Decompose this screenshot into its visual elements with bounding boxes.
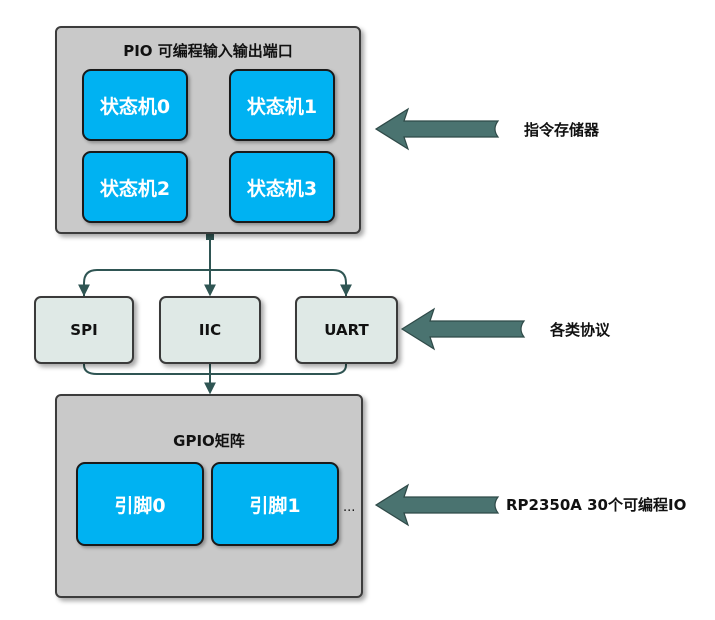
arrow-left-icon bbox=[374, 483, 500, 527]
merge-line bbox=[83, 364, 347, 375]
state-machine-0: 状态机0 bbox=[82, 69, 188, 141]
state-machine-1: 状态机1 bbox=[229, 69, 335, 141]
label-protocols: 各类协议 bbox=[550, 321, 611, 339]
protocol-spi: SPI bbox=[34, 296, 134, 364]
state-machine-3: 状态机3 bbox=[229, 151, 335, 223]
protocol-iic: IIC bbox=[159, 296, 261, 364]
protocol-uart: UART bbox=[295, 296, 398, 364]
arrow-left-icon bbox=[374, 107, 500, 151]
pio-port-square bbox=[206, 232, 214, 240]
label-io: RP2350A 30个可编程IO bbox=[506, 496, 687, 514]
pin-0: 引脚0 bbox=[76, 462, 204, 546]
gpio-title: GPIO矩阵 bbox=[173, 432, 245, 450]
state-machine-2: 状态机2 bbox=[82, 151, 188, 223]
pin-1: 引脚1 bbox=[211, 462, 339, 546]
branch-line bbox=[83, 269, 347, 296]
label-instruction-memory: 指令存储器 bbox=[524, 121, 600, 139]
pins-ellipsis: ... bbox=[343, 500, 356, 515]
pio-title: PIO 可编程输入输出端口 bbox=[123, 42, 293, 60]
arrow-left-icon bbox=[400, 307, 526, 351]
